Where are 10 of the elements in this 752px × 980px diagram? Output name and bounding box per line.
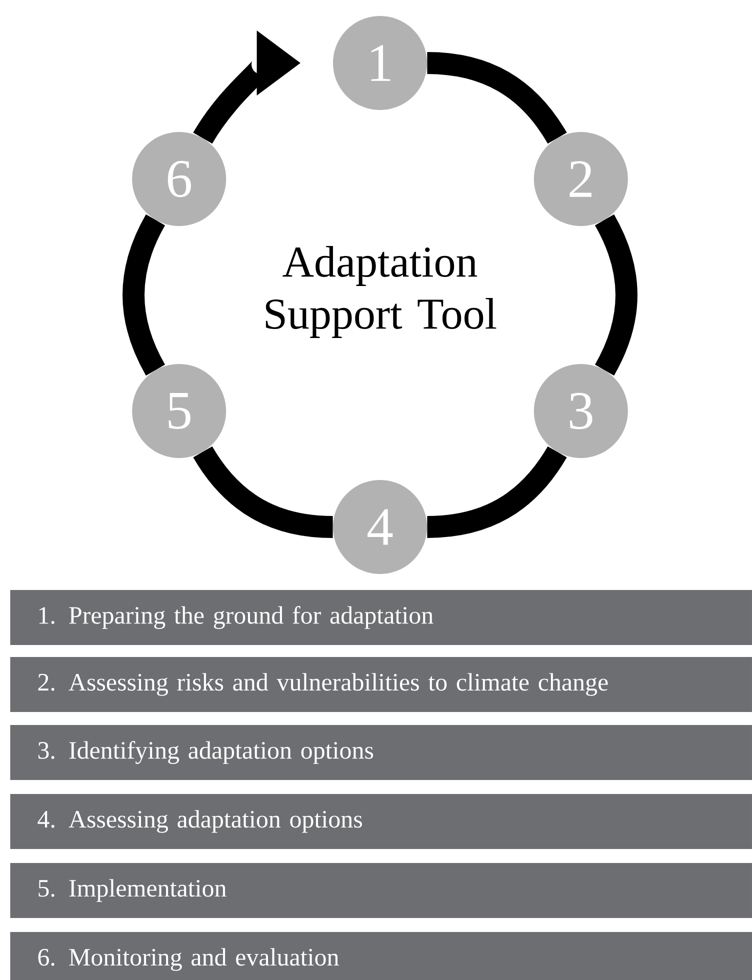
center-title: Adaptation Support Tool [266, 246, 496, 338]
arc-connector [193, 446, 334, 538]
list-bar: 5. Implementation [10, 863, 752, 918]
list-bar: 4. Assessing adaptation options [10, 794, 752, 849]
list-bar: 6. Monitoring and evaluation [10, 932, 752, 980]
arc-connector [426, 446, 567, 538]
arc-connector [426, 52, 567, 144]
list-bar: 3. Identifying adaptation options [10, 725, 752, 780]
list-bar: 2. Assessing risks and vulnerabilities to climate change [10, 657, 752, 712]
list-bar: 1. Preparing the ground for adaptation [10, 590, 752, 645]
